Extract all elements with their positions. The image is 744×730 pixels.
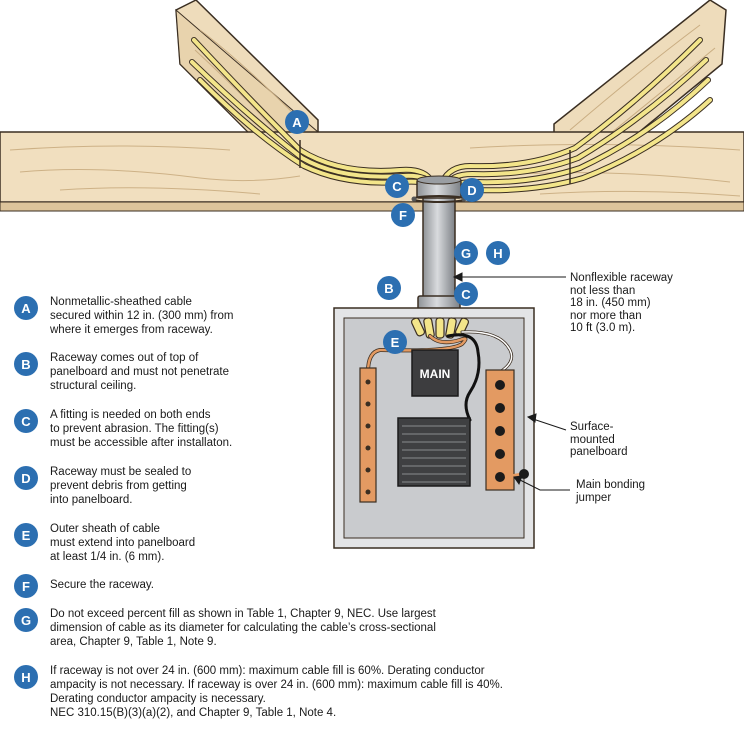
badge-a-icon: A bbox=[285, 110, 309, 134]
panelboard-callout-text: Surface- mounted panelboard bbox=[570, 421, 628, 458]
neutral-bus-bar bbox=[359, 367, 377, 503]
badge-g-icon: G bbox=[454, 241, 478, 265]
svg-text:A: A bbox=[292, 115, 302, 130]
legend-badge-g-icon: G bbox=[14, 608, 38, 632]
raceway-callout-text: Nonflexible raceway not less than 18 in.… bbox=[570, 272, 673, 334]
badges: A C D F G H B C E bbox=[285, 110, 510, 354]
main-breaker-label: MAIN bbox=[420, 367, 451, 381]
legend-text-c: A fitting is needed on both ends to prev… bbox=[50, 409, 233, 449]
legend-badge-h-icon: H bbox=[14, 665, 38, 689]
main-breaker: MAIN bbox=[411, 349, 459, 397]
svg-text:B: B bbox=[384, 281, 393, 296]
ground-bus-bar bbox=[485, 369, 529, 491]
legend-badge-e-icon: E bbox=[14, 523, 38, 547]
badge-f-icon: F bbox=[391, 203, 415, 227]
legend-text-g: Do not exceed percent fill as shown in T… bbox=[50, 608, 436, 648]
badge-c-top-icon: C bbox=[385, 174, 409, 198]
legend-text-h: If raceway is not over 24 in. (600 mm): … bbox=[50, 665, 503, 719]
legend-badge-d-icon: D bbox=[14, 466, 38, 490]
legend-text-f: Secure the raceway. bbox=[50, 579, 154, 591]
legend-text-a: Nonmetallic-sheathed cable secured withi… bbox=[50, 296, 234, 336]
legend-badge-b-icon: B bbox=[14, 352, 38, 376]
svg-text:F: F bbox=[399, 208, 407, 223]
svg-text:H: H bbox=[493, 246, 502, 261]
badge-c-bottom-icon: C bbox=[454, 282, 478, 306]
legend-text-d: Raceway must be sealed to prevent debris… bbox=[50, 466, 192, 506]
legend-badge-a-icon: A bbox=[14, 296, 38, 320]
svg-text:C: C bbox=[461, 287, 471, 302]
svg-text:E: E bbox=[391, 335, 400, 350]
legend-text-b: Raceway comes out of top of panelboard a… bbox=[50, 352, 230, 392]
cable-staples bbox=[299, 140, 571, 184]
badge-d-icon: D bbox=[460, 178, 484, 202]
legend-text-e: Outer sheath of cable must extend into p… bbox=[50, 523, 196, 563]
svg-text:D: D bbox=[467, 183, 476, 198]
legend-badge-c-icon: C bbox=[14, 409, 38, 433]
panel-wires bbox=[366, 330, 514, 422]
leader-lines bbox=[452, 272, 570, 491]
breaker-block bbox=[397, 417, 471, 487]
bonding-callout-text: Main bonding jumper bbox=[576, 479, 646, 504]
badge-e-icon: E bbox=[383, 330, 407, 354]
badge-h-icon: H bbox=[486, 241, 510, 265]
badge-b-icon: B bbox=[377, 276, 401, 300]
cables-right bbox=[439, 37, 713, 194]
svg-text:C: C bbox=[392, 179, 402, 194]
svg-text:G: G bbox=[461, 246, 471, 261]
legend-badge-f-icon: F bbox=[14, 574, 38, 598]
